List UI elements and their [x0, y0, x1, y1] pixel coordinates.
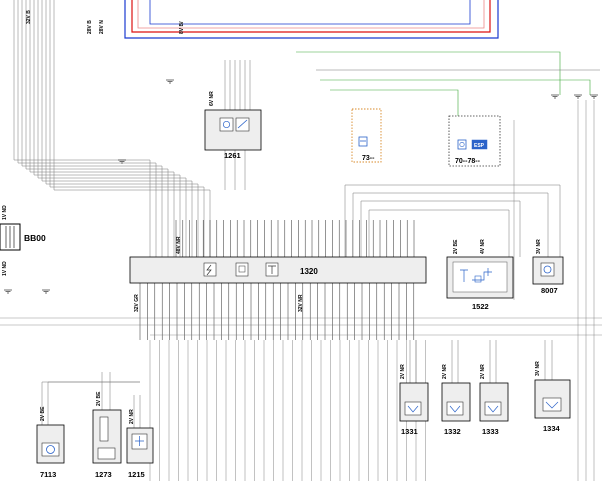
wire: [33, 0, 181, 257]
component-1522: 1522 2V BE 4V NR: [446, 239, 514, 311]
wire: [45, 0, 199, 257]
component-1332: 1332 2V NR: [441, 364, 471, 436]
wire: [41, 0, 193, 257]
component-73: 73--: [351, 108, 382, 163]
wire: [29, 0, 175, 257]
component-1333-connector: 2V NR: [480, 364, 486, 379]
component-1273-label: 1273: [95, 470, 112, 479]
component-70-78-label: 70--78--: [455, 158, 481, 165]
component-1273-connector: 2V BE: [96, 391, 102, 406]
wire: [17, 0, 157, 257]
component-73-label: 73--: [362, 155, 375, 162]
component-1261: 1261 6V NR: [204, 91, 262, 160]
connector-bb00-label: BB00: [24, 233, 46, 243]
wire: [37, 0, 187, 257]
wire: [13, 0, 151, 257]
wire: [124, 0, 499, 39]
ground-symbol-mc11p: [574, 94, 582, 99]
component-1261-connector: 6V NR: [209, 91, 215, 106]
wire: [330, 89, 459, 116]
ground-symbol-mc60p: [4, 289, 12, 294]
ground-symbol-mc4: [590, 94, 598, 99]
component-1522-connector-a: 2V BE: [453, 239, 459, 254]
wire: [131, 0, 491, 33]
component-1334-label: 1334: [543, 424, 561, 433]
component-1333: 1333 2V NR: [479, 364, 509, 436]
ecu-connector-32v-nr: 32V NR: [298, 294, 304, 312]
ground-symbol-mc60a: [42, 289, 50, 294]
ground-symbol-mc6p: [551, 94, 559, 99]
wire: [344, 184, 561, 257]
wire: [368, 209, 510, 257]
component-1215-connector: 2V NR: [129, 409, 135, 424]
wire: [360, 200, 521, 257]
ground-points: [4, 79, 598, 294]
top-colored-harness: [124, 0, 600, 116]
bb00-tag-bottom: 1V ND: [2, 261, 8, 276]
wire: [320, 79, 591, 95]
component-8007-connector: 3V NR: [536, 239, 542, 254]
wire: [25, 0, 169, 257]
ground-symbol-mc10: [166, 79, 174, 84]
component-8007: 8007 3V NR: [532, 239, 564, 295]
component-1332-connector: 2V NR: [442, 364, 448, 379]
ecu-1320-label: 1320: [300, 267, 318, 276]
wire: [41, 381, 140, 425]
wire: [352, 192, 549, 257]
top-harness-label-1: 28V B: [87, 20, 93, 34]
component-1334: 1334 3V NR: [534, 361, 571, 433]
component-7113-label: 7113: [40, 470, 56, 479]
wire: [21, 0, 163, 257]
esp-tag: ESP: [474, 143, 485, 149]
connector-bb00: BB00 1V ND 1V ND: [0, 205, 46, 276]
component-1215-label: 1215: [128, 470, 145, 479]
component-7113-connector: 2V BE: [40, 406, 46, 421]
wire: [296, 51, 561, 95]
wire: [137, 0, 485, 29]
component-1332-label: 1332: [444, 427, 461, 436]
component-1522-connector-b: 4V NR: [480, 239, 486, 254]
component-1331-label: 1331: [401, 427, 418, 436]
bb00-tag-top: 1V ND: [2, 205, 8, 220]
component-1331: 1331 2V NR: [399, 364, 429, 436]
component-70-78: ESP 70--78--: [448, 115, 501, 167]
wire: [49, 0, 205, 257]
component-1261-label: 1261: [224, 151, 241, 160]
ground-symbol-mc10p: [118, 159, 126, 164]
component-7113: 7113 2V BE: [36, 406, 65, 479]
wire: [149, 0, 471, 25]
component-8007-label: 8007: [541, 286, 558, 295]
ecu-connector-48v: 48V NR: [176, 236, 182, 254]
component-1273: 1273 2V BE: [92, 391, 122, 479]
component-1331-connector: 2V NR: [400, 364, 406, 379]
ecu-connector-32v-gr: 32V GR: [134, 294, 140, 312]
top-harness-label-3: 8V B/: [179, 21, 185, 34]
component-1522-label: 1522: [472, 302, 489, 311]
component-1334-connector: 3V NR: [535, 361, 541, 376]
top-harness-label-2: 28V N: [99, 20, 105, 34]
wire: [47, 381, 140, 425]
ecu-1320: 1320 48V NR 32V GR 32V NR: [129, 236, 427, 312]
component-1333-label: 1333: [482, 427, 499, 436]
component-1215: 1215 2V NR: [126, 409, 154, 479]
top-harness-label-4: 32V B: [26, 10, 32, 24]
